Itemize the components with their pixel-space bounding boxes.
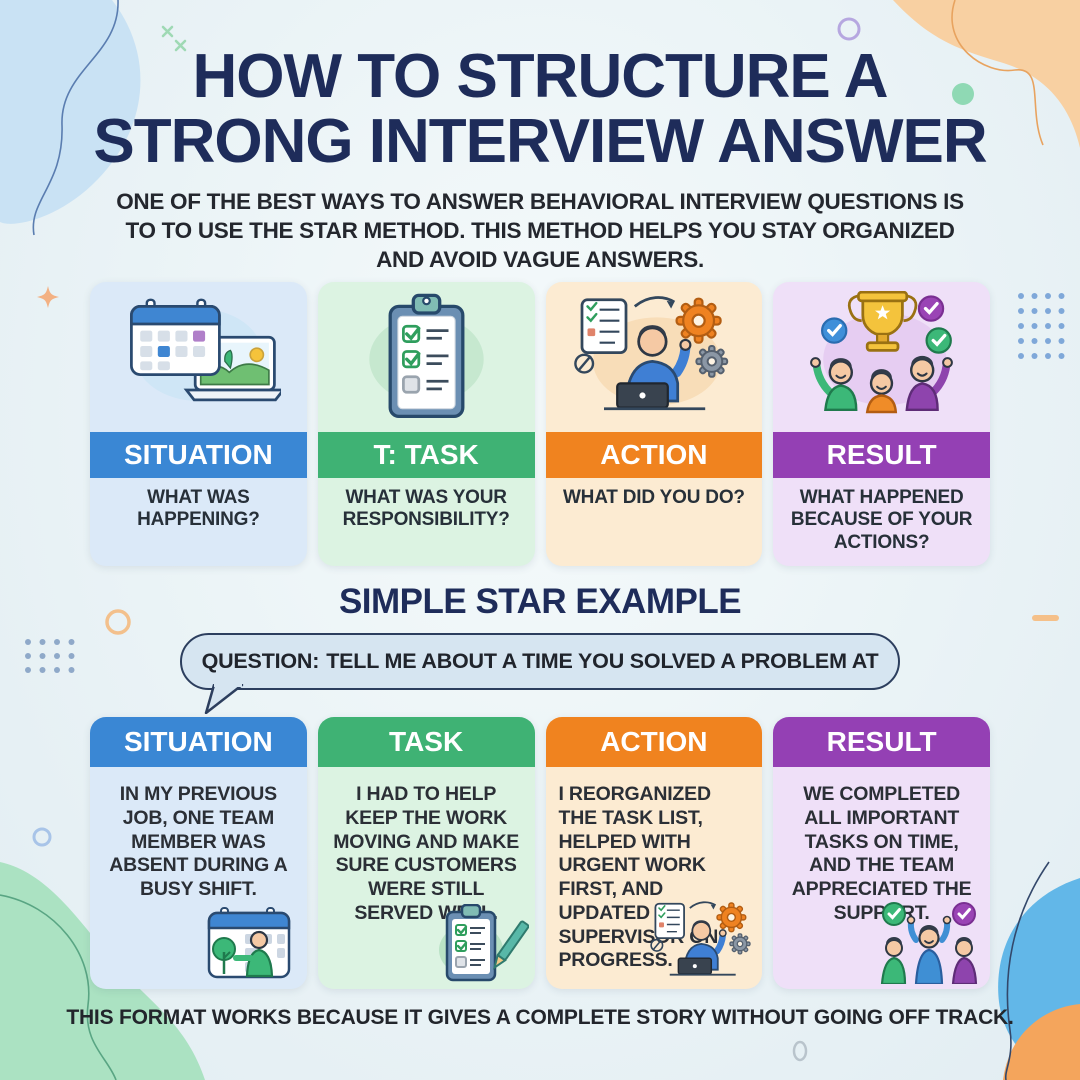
team <box>810 355 954 414</box>
example-card-header: TASK <box>317 717 535 767</box>
example-card-text: I REORGANIZED THE TASK LIST, HELPED WITH… <box>558 783 719 972</box>
curve-top-right <box>951 0 1044 146</box>
example-card-header: RESULT <box>773 717 990 767</box>
curve-top-left <box>32 0 119 236</box>
blob-bottom-right-orange <box>1003 1004 1080 1080</box>
example-card-result: RESULT WE COMPLETED ALL IMPORTANT TASKS … <box>773 717 990 989</box>
dot-grid-right <box>1018 293 1065 359</box>
star-card-icon-area <box>318 282 535 432</box>
circle-outline-blue <box>32 827 52 847</box>
team-cheering-icon <box>880 902 978 984</box>
question-label: QUESTION: <box>201 649 320 673</box>
example-card-text: WE COMPLETED ALL IMPORTANT TASKS ON TIME… <box>791 783 972 924</box>
sparkle-crosses-icon <box>161 25 187 52</box>
example-section-title: SIMPLE STAR EXAMPLE <box>338 582 742 621</box>
example-card-body: IN MY PREVIOUS JOB, ONE TEAM MEMBER WAS … <box>90 767 307 989</box>
star-card-question: WHAT WAS YOUR RESPONSIBILITY? <box>342 487 510 531</box>
star-card-result: RESULT WHAT HAPPENED BECAUSE OF YOUR ACT… <box>773 282 990 566</box>
dash-orange <box>1032 615 1059 621</box>
star-card-icon-area <box>773 282 990 432</box>
example-card-header: ACTION <box>545 717 763 767</box>
clipboard-pencil-icon <box>438 904 529 982</box>
intro-text: ONE OF THE BEST WAYS TO ANSWER BEHAVIORA… <box>116 189 964 272</box>
star-sparkle-icon <box>37 286 59 308</box>
example-card-body: WE COMPLETED ALL IMPORTANT TASKS ON TIME… <box>773 767 990 989</box>
blob-top-right <box>893 0 1080 148</box>
star-card-icon-area <box>90 282 307 432</box>
example-card-situation: SITUATION IN MY PREVIOUS JOB, ONE TEAM M… <box>90 717 307 989</box>
trophy-team-icon <box>810 291 954 414</box>
example-card-body: I REORGANIZED THE TASK LIST, HELPED WITH… <box>546 767 763 989</box>
clipboard-checklist-icon <box>368 293 484 419</box>
example-card-text: IN MY PREVIOUS JOB, ONE TEAM MEMBER WAS … <box>109 783 288 901</box>
footer-text: THIS FORMAT WORKS BECAUSE IT GIVES A COM… <box>66 1006 1014 1029</box>
star-card-action: ACTION WHAT DID YOU DO? <box>545 282 763 566</box>
star-card-header: RESULT <box>773 432 990 478</box>
circle-outline-orange <box>105 609 131 635</box>
star-card-header: SITUATION <box>90 432 307 478</box>
star-card-header: ACTION <box>545 432 763 478</box>
page-title: HOW TO STRUCTURE A STRONG INTERVIEW ANSW… <box>93 42 987 177</box>
example-card-header: SITUATION <box>90 717 307 767</box>
star-example-row: SITUATION IN MY PREVIOUS JOB, ONE TEAM M… <box>90 717 990 989</box>
star-card-header: T: TASK <box>317 432 535 478</box>
star-card-task: T: TASK WHAT WAS YOUR RESPONSIBILITY? <box>317 282 535 566</box>
header-block: HOW TO STRUCTURE A STRONG INTERVIEW ANSW… <box>0 44 1080 275</box>
curve-bottom-left <box>0 894 117 1080</box>
curve-bottom-right <box>1004 861 1050 1080</box>
question-text: TELL ME ABOUT A TIME YOU SOLVED A PROBLE… <box>326 649 879 673</box>
circle-mint <box>952 83 974 105</box>
question-bubble: QUESTION: TELL ME ABOUT A TIME YOU SOLVE… <box>180 633 900 714</box>
calendar-person-icon <box>207 907 290 979</box>
star-card-question: WHAT WAS HAPPENING? <box>137 487 260 531</box>
person-laptop-gears-icon <box>574 296 729 411</box>
blob-top-left <box>0 0 141 224</box>
bubble-tail <box>204 684 244 714</box>
star-method-row: SITUATION WHAT WAS HAPPENING? <box>90 282 990 566</box>
example-card-body: I HAD TO HELP KEEP THE WORK MOVING AND M… <box>318 767 535 989</box>
person-laptop-gears-icon <box>650 901 751 976</box>
check-badges <box>821 295 953 354</box>
star-card-question: WHAT DID YOU DO? <box>562 487 745 508</box>
circle-outline-purple <box>837 17 861 41</box>
example-card-task: TASK I HAD TO HELP KEEP THE WORK MOVING … <box>317 717 535 989</box>
example-card-action: ACTION I REORGANIZED THE TASK LIST, HELP… <box>545 717 763 989</box>
dot-grid-left <box>25 639 75 673</box>
calendar-laptop-icon <box>129 298 281 402</box>
star-card-situation: SITUATION WHAT WAS HAPPENING? <box>90 282 307 566</box>
star-card-icon-area <box>546 282 763 432</box>
star-card-question: WHAT HAPPENED BECAUSE OF YOUR ACTIONS? <box>790 487 973 553</box>
oval-outline-gray <box>792 1040 808 1062</box>
